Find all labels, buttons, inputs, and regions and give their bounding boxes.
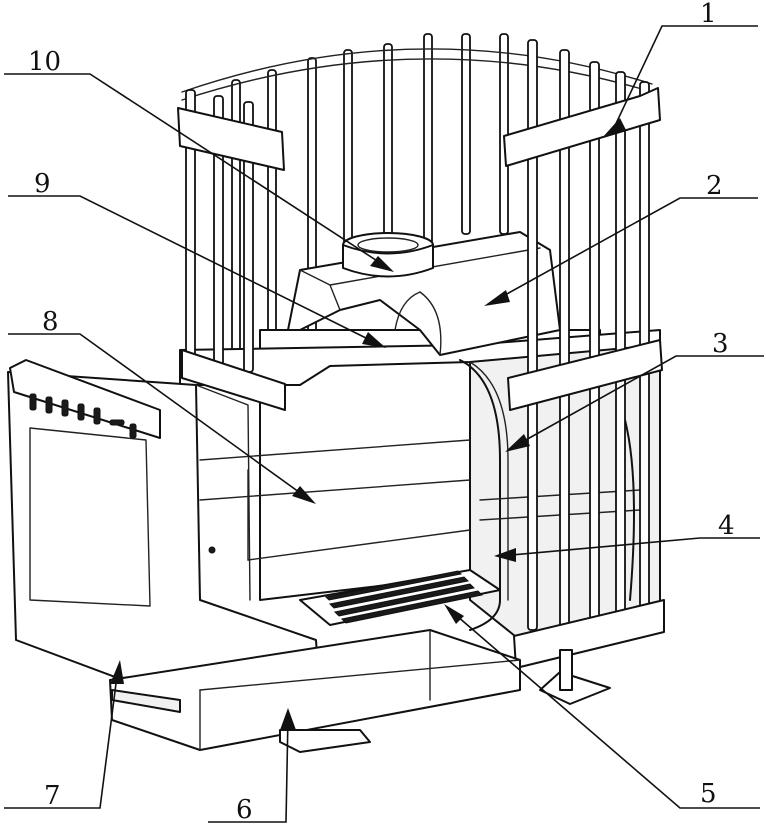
callout-3: 3 xyxy=(712,329,729,359)
callout-8: 8 xyxy=(42,307,59,337)
callout-7: 7 xyxy=(44,781,61,811)
callout-6: 6 xyxy=(236,795,253,825)
cage-rods-back xyxy=(231,33,509,371)
callout-10: 10 xyxy=(28,47,61,77)
callout-1: 1 xyxy=(700,0,717,29)
cage-bands xyxy=(177,87,665,669)
callout-2: 2 xyxy=(706,171,723,201)
callout-4: 4 xyxy=(718,511,735,541)
legs xyxy=(279,649,611,753)
callout-5: 5 xyxy=(700,779,717,809)
flue-collar xyxy=(342,232,434,278)
callout-9: 9 xyxy=(34,169,51,199)
grate xyxy=(299,569,501,626)
cage-top-rim xyxy=(181,48,653,93)
leader-lines xyxy=(4,25,764,823)
front-panel xyxy=(7,359,319,691)
vent-slots xyxy=(29,393,137,439)
callout-labels: 1 2 3 4 5 6 7 8 9 10 xyxy=(28,0,735,825)
